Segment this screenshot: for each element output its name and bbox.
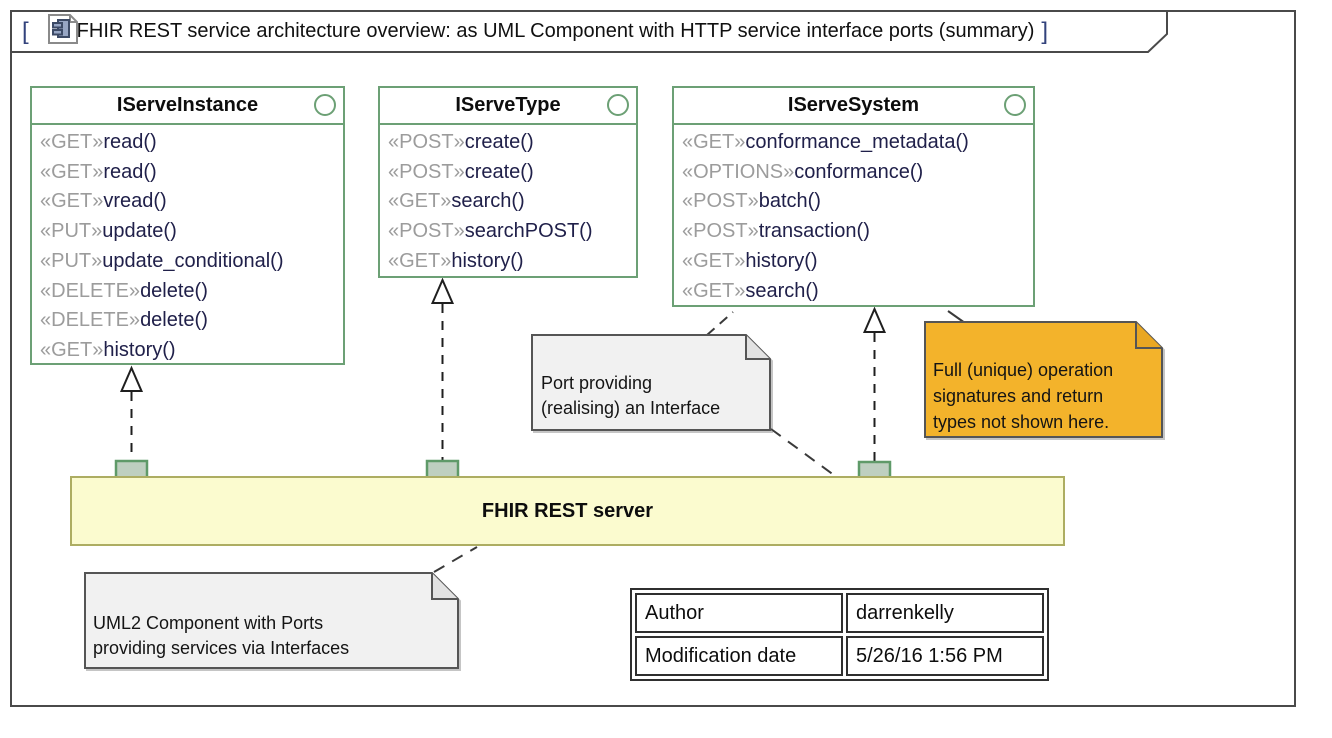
interface-name: IServeSystem [787,94,920,116]
http-verb-stereotype: «POST» [388,131,465,153]
operation-row: «GET»history() [388,247,632,277]
http-verb-stereotype: «POST» [682,220,759,243]
note-line: types not shown here. [933,412,1110,432]
http-verb-stereotype: «POST» [682,190,759,213]
operation-name: history() [745,249,818,272]
operation-name: vread() [103,190,167,213]
diagram-info-table: Author darrenkelly Modification date 5/2… [630,588,1049,681]
operation-name: conformance_metadata() [745,131,969,153]
interface-ball-icon [1004,94,1026,116]
operation-row: «POST»searchPOST() [388,217,632,247]
http-verb-stereotype: «GET» [682,279,746,302]
operation-row: «POST»create() [388,128,632,158]
interface-box-iservesystem[interactable]: IServeSystem «GET»conformance_metadata()… [672,86,1035,307]
http-verb-stereotype: «GET» [40,160,104,183]
http-verb-stereotype: «GET» [388,190,452,213]
component-label: FHIR REST server [481,499,654,522]
operation-row: «GET»search() [388,187,632,217]
info-label-modification-date: Modification date [635,636,843,676]
operation-name: search() [451,190,525,213]
operation-name: delete() [140,279,208,302]
interface-name: IServeInstance [116,94,259,116]
operation-name: batch() [758,190,821,213]
http-verb-stereotype: «GET» [682,131,746,153]
port-note-text: Port providing (realising) an Interface [541,371,720,421]
operation-name: transaction() [758,220,870,243]
table-row: Modification date 5/26/16 1:56 PM [635,636,1044,676]
interface-ball-icon [607,94,629,116]
interface-name: IServeType [455,94,561,116]
operation-row: «GET»history() [40,336,339,366]
operation-name: read() [103,131,157,153]
operation-row: «GET»conformance_metadata() [682,128,1029,158]
table-row: Author darrenkelly [635,593,1044,633]
operation-list: «GET»read() «GET»read() «GET»vread() «PU… [32,125,343,366]
note-line: UML2 Component with Ports [93,613,324,633]
operation-name: searchPOST() [464,220,593,243]
operation-name: update_conditional() [102,249,284,272]
http-verb-stereotype: «PUT» [40,220,103,243]
interface-header: IServeSystem [674,88,1033,125]
diagram-title: FHIR REST service architecture overview:… [76,19,1035,42]
info-label-author: Author [635,593,843,633]
operation-name: history() [451,249,524,272]
operation-name: conformance() [794,160,924,183]
operation-row: «GET»read() [40,128,339,158]
note-line: providing services via Interfaces [93,638,350,658]
info-value-author: darrenkelly [846,593,1044,633]
operation-row: «POST»transaction() [682,217,1029,247]
operation-name: history() [103,338,176,361]
component-note-text: UML2 Component with Ports providing serv… [93,611,349,661]
operation-list: «GET»conformance_metadata() «OPTIONS»con… [674,125,1033,306]
operation-name: create() [464,131,534,153]
operation-row: «GET»history() [682,247,1029,277]
diagram-title-bar: [ FHIR REST service architecture overvie… [22,16,1048,48]
http-verb-stereotype: «POST» [388,160,465,183]
http-verb-stereotype: «OPTIONS» [682,160,795,183]
http-verb-stereotype: «GET» [388,249,452,272]
title-close-bracket: ] [1041,18,1049,45]
interface-header: IServeInstance [32,88,343,125]
interface-ball-icon [314,94,336,116]
interface-box-iserveinstance[interactable]: IServeInstance «GET»read() «GET»read() «… [30,86,345,365]
note-line: signatures and return [933,386,1104,406]
operation-name: read() [103,160,157,183]
http-verb-stereotype: «DELETE» [40,279,141,302]
http-verb-stereotype: «GET» [40,131,104,153]
operation-row: «PUT»update() [40,217,339,247]
note-line: (realising) an Interface [541,398,721,418]
operation-row: «DELETE»delete() [40,277,339,307]
operation-row: «PUT»update_conditional() [40,247,339,277]
http-verb-stereotype: «GET» [40,190,104,213]
info-value-modification-date: 5/26/16 1:56 PM [846,636,1044,676]
note-line: Port providing [541,373,653,393]
operation-name: update() [102,220,177,243]
operation-list: «POST»create() «POST»create() «GET»searc… [380,125,636,277]
note-line: Full (unique) operation [933,360,1114,380]
component-fhir-rest-server[interactable]: FHIR REST server [70,476,1065,546]
operation-row: «GET»read() [40,158,339,188]
interface-box-iservetype[interactable]: IServeType «POST»create() «POST»create()… [378,86,638,278]
signature-note-text: Full (unique) operation signatures and r… [933,357,1113,435]
operation-row: «GET»vread() [40,187,339,217]
interface-header: IServeType [380,88,636,125]
http-verb-stereotype: «GET» [40,338,104,361]
operation-row: «DELETE»delete() [40,306,339,336]
operation-row: «POST»create() [388,158,632,188]
http-verb-stereotype: «POST» [388,220,465,243]
operation-row: «POST»batch() [682,187,1029,217]
operation-name: delete() [140,309,208,332]
http-verb-stereotype: «PUT» [40,249,103,272]
operation-row: «GET»search() [682,277,1029,307]
title-open-bracket: [ [22,18,29,45]
http-verb-stereotype: «DELETE» [40,309,141,332]
operation-name: search() [745,279,819,302]
operation-name: create() [464,160,534,183]
operation-row: «OPTIONS»conformance() [682,158,1029,188]
http-verb-stereotype: «GET» [682,249,746,272]
